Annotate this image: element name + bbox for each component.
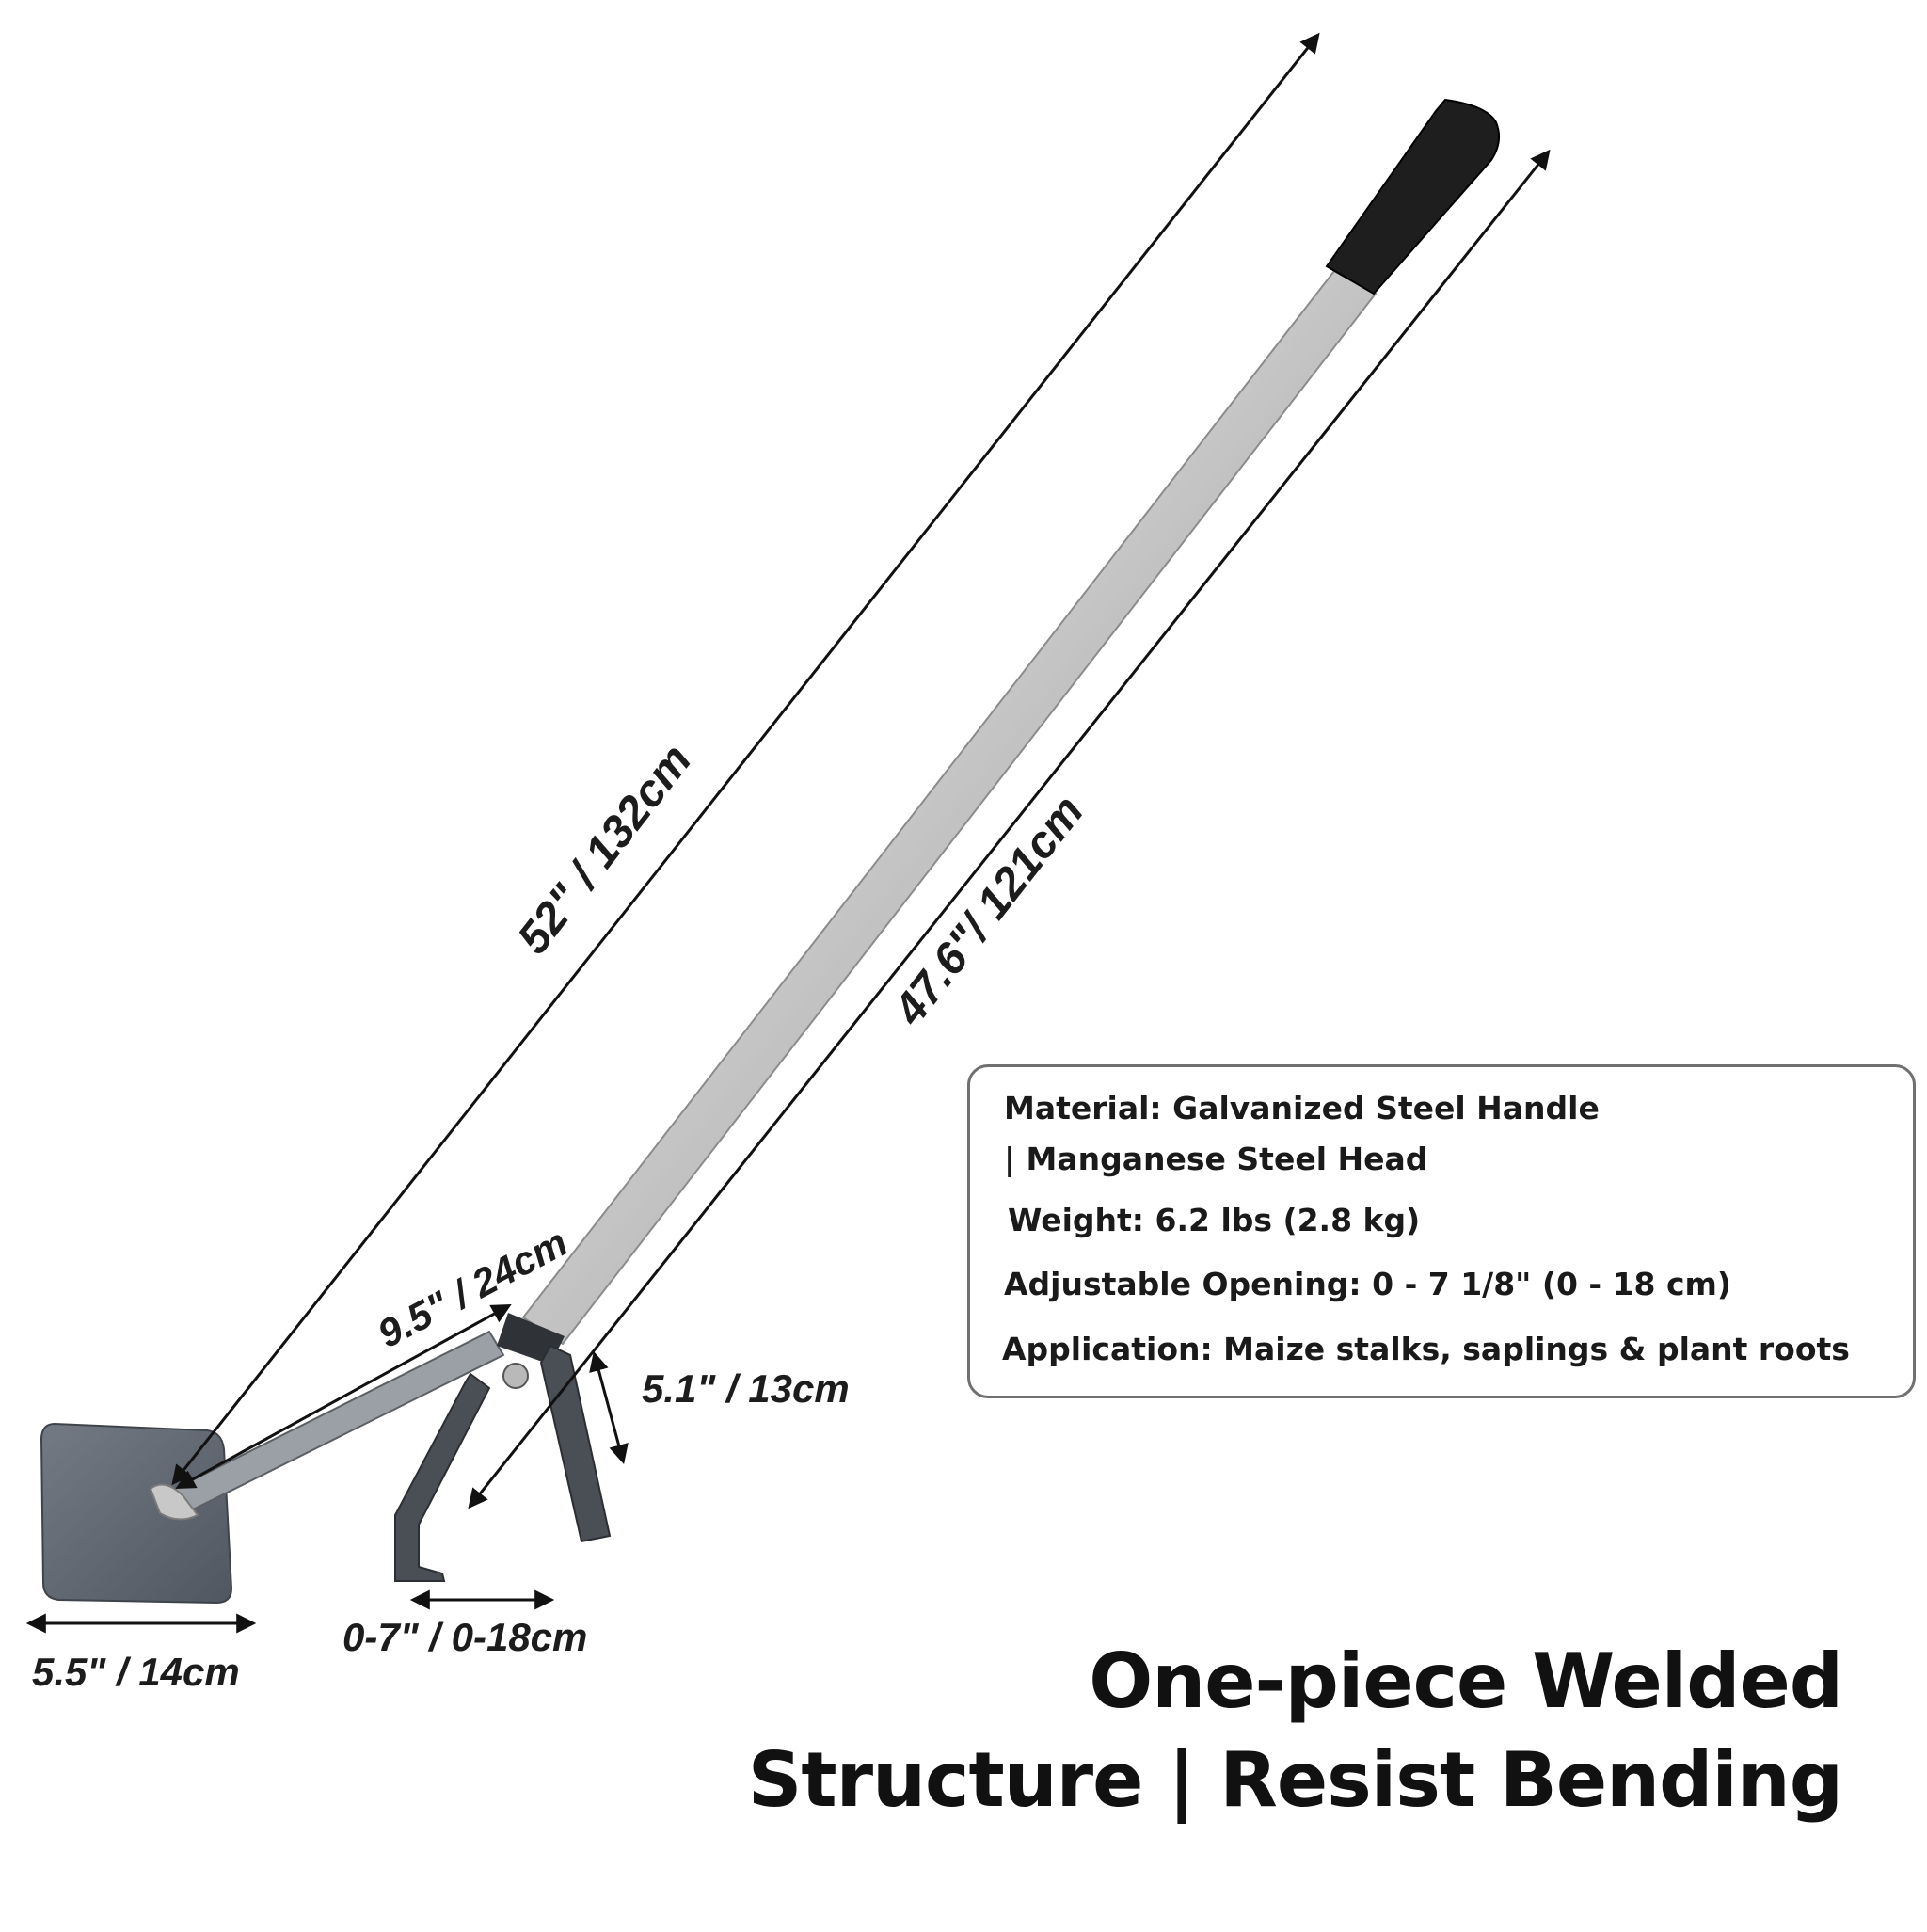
headline-line2: Structure | Resist Bending: [747, 1736, 1843, 1824]
spec-application: Application: Maize stalks, saplings & pl…: [1002, 1331, 1850, 1367]
headline-line1: One-piece Welded: [1089, 1637, 1843, 1725]
grip: [1325, 98, 1501, 295]
spec-material-line1: Material: Galvanized Steel Handle: [1004, 1090, 1600, 1126]
jaw-depth-arrow: [589, 1350, 629, 1465]
arm-length-arrow: [175, 1303, 512, 1490]
pivot-bolt: [502, 1363, 529, 1389]
plate-weld: [149, 1483, 199, 1521]
handle-length-arrow: [468, 149, 1551, 1509]
jaw-depth-label: 5.1" / 13cm: [642, 1366, 850, 1411]
foot-plate: [40, 1422, 233, 1605]
opening-label: 0-7" / 0-18cm: [342, 1615, 588, 1659]
spec-opening: Adjustable Opening: 0 - 7 1/8" (0 - 18 c…: [1004, 1266, 1732, 1302]
spec-material-line2: | Manganese Steel Head: [1004, 1141, 1428, 1177]
spec-box: Material: Galvanized Steel Handle | Mang…: [967, 1064, 1916, 1398]
spec-weight: Weight: 6.2 lbs (2.8 kg): [1008, 1202, 1421, 1238]
plate-width-label: 5.5" / 14cm: [32, 1650, 240, 1694]
jaw-left: [394, 1372, 491, 1582]
